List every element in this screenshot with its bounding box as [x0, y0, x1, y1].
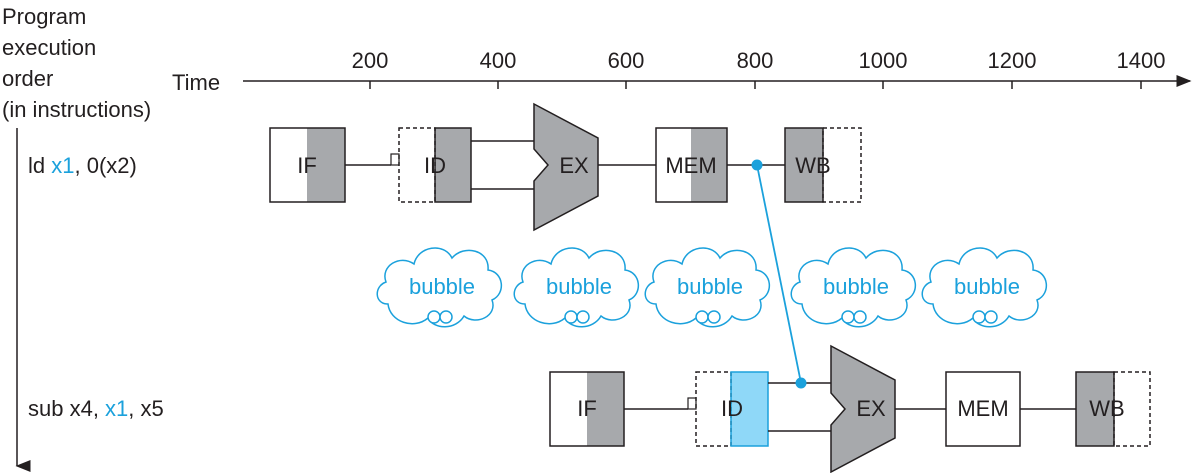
time-label: Time: [172, 70, 220, 95]
stage-label: WB: [795, 153, 830, 178]
bubble-cloud: bubble: [644, 247, 770, 328]
tick-label: 1200: [988, 48, 1037, 73]
order-line-3: order: [2, 66, 53, 91]
cloud-shape: [644, 247, 770, 328]
cloud-puff: [695, 310, 709, 324]
instruction-mnemonic: ld: [28, 153, 51, 178]
cloud-puff: [972, 310, 986, 324]
stage-label: WB: [1089, 396, 1124, 421]
stage-shade: [691, 128, 727, 202]
tick-label: 400: [480, 48, 517, 73]
tick-label: 1400: [1117, 48, 1166, 73]
bubble-label: bubble: [546, 274, 612, 299]
execution-order-label: Program execution order (in instructions…: [2, 4, 151, 122]
stage-label: ID: [424, 153, 446, 178]
stage-box-highlight: [730, 371, 769, 447]
bubble-label: bubble: [677, 274, 743, 299]
instruction-operands: , x5: [128, 396, 163, 421]
instruction-register-highlight: x1: [51, 153, 74, 178]
order-line-4: (in instructions): [2, 97, 151, 122]
bubble-cloud: bubble: [921, 247, 1047, 328]
stage-label: MEM: [665, 153, 716, 178]
stage-label: IF: [577, 396, 597, 421]
stage-mem: MEM: [655, 127, 728, 203]
pipeline-row-ld: IF ID EX MEM WB: [269, 102, 862, 232]
instruction-label-ld: ld x1, 0(x2): [28, 153, 137, 178]
stage-shade: [587, 372, 624, 446]
pipeline-row-sub: IF ID EX MEM WB: [549, 344, 1151, 473]
time-ticks: 200 400 600 800 1000 1200 1400: [352, 48, 1166, 89]
stage-shade: [307, 128, 345, 202]
stage-box: [945, 371, 1021, 447]
bubble-cloud: bubble: [513, 247, 639, 328]
stage-mem: MEM: [945, 371, 1021, 447]
stage-wb: WB: [1075, 371, 1151, 447]
stage-shade: [435, 128, 471, 202]
register-tab: [687, 397, 697, 410]
cloud-shape: [513, 247, 639, 328]
tick-label: 600: [608, 48, 645, 73]
bubble-cloud: bubble: [376, 247, 502, 328]
stage-ex: EX: [533, 102, 599, 232]
order-line-1: Program: [2, 4, 86, 29]
alu-shape: [830, 344, 896, 473]
instruction-label-sub: sub x4, x1, x5: [28, 396, 164, 421]
forwarding-path: [751, 159, 807, 389]
cloud-puff: [984, 310, 998, 324]
tick-label: 800: [737, 48, 774, 73]
stage-label: IF: [297, 153, 317, 178]
alu-shape: [533, 102, 599, 232]
stage-shade: [785, 128, 823, 202]
instruction-operands: , 0(x2): [75, 153, 137, 178]
tick-label: 200: [352, 48, 389, 73]
forwarding-source-dot: [751, 159, 763, 171]
cloud-puff: [576, 310, 590, 324]
cloud-shape: [376, 247, 502, 328]
bubble-cloud: bubble: [790, 247, 916, 328]
cloud-shape: [790, 247, 916, 328]
cloud-puff: [841, 310, 855, 324]
bubble-label: bubble: [823, 274, 889, 299]
forwarding-target-dot: [795, 377, 807, 389]
bubble-label: bubble: [954, 274, 1020, 299]
instruction-register-highlight: x1: [105, 396, 128, 421]
stage-box-dashed: [1113, 371, 1151, 447]
cloud-puff: [564, 310, 578, 324]
stage-shade: [1076, 372, 1114, 446]
cloud-puff: [707, 310, 721, 324]
order-line-2: execution: [2, 35, 96, 60]
bubble-row: bubble bubble bubble bubble bubble: [376, 247, 1047, 328]
stage-id: ID: [398, 127, 472, 203]
forwarding-line: [756, 164, 802, 384]
stage-box: [434, 127, 472, 203]
stage-box: [784, 127, 824, 203]
instruction-mnemonic: sub x4,: [28, 396, 105, 421]
stage-highlight: [731, 372, 768, 446]
stage-ex: EX: [830, 344, 896, 473]
stage-label: EX: [559, 153, 589, 178]
stage-if: IF: [549, 371, 625, 447]
stage-label: EX: [856, 396, 886, 421]
stage-id: ID: [695, 371, 769, 447]
tick-label: 1000: [859, 48, 908, 73]
cloud-puff: [853, 310, 867, 324]
stage-wb: WB: [784, 127, 862, 203]
stage-label: MEM: [957, 396, 1008, 421]
cloud-shape: [921, 247, 1047, 328]
cloud-puff: [427, 310, 441, 324]
stage-if: IF: [269, 127, 346, 203]
bubble-label: bubble: [409, 274, 475, 299]
stage-label: ID: [721, 396, 743, 421]
cloud-puff: [439, 310, 453, 324]
register-tab: [390, 153, 400, 166]
